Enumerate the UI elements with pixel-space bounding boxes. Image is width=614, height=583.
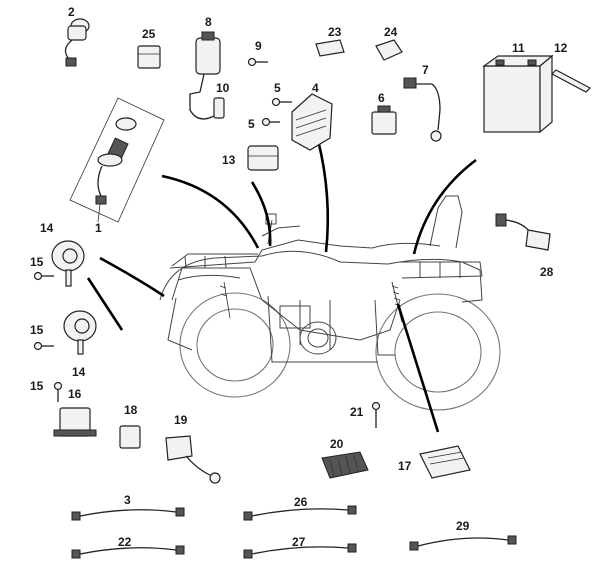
harness-26 — [243, 505, 357, 521]
label-8: 8 — [205, 15, 212, 29]
part-21-bolt — [371, 401, 381, 428]
atv-vehicle — [159, 195, 501, 411]
label-16: 16 — [68, 387, 82, 401]
label-17: 17 — [398, 459, 412, 473]
part-1-ignition-switch — [69, 97, 165, 223]
part-18-relay — [119, 425, 141, 449]
label-27: 27 — [292, 535, 306, 549]
label-25: 25 — [142, 27, 156, 41]
harness-27 — [243, 543, 357, 559]
label-14b: 14 — [72, 365, 86, 379]
part-25-relay — [137, 45, 161, 69]
label-13: 13 — [222, 153, 236, 167]
part-number-labels: 2 25 8 9 10 5 5 4 13 23 24 7 6 11 12 28 … — [30, 5, 568, 549]
part-15-bolts — [33, 271, 63, 402]
label-15a: 15 — [30, 255, 44, 269]
label-22: 22 — [118, 535, 132, 549]
part-12-strap — [551, 69, 591, 93]
part-23-cap — [315, 39, 345, 57]
bolts — [247, 57, 292, 127]
part-14-horn-lower — [63, 310, 97, 355]
label-11: 11 — [512, 41, 525, 55]
harness-29 — [409, 535, 517, 551]
part-8-ignition-coil — [189, 31, 225, 120]
label-12: 12 — [554, 41, 568, 55]
part-20-unit — [321, 451, 369, 479]
part-19-sensor — [165, 435, 221, 484]
part-28-sensor — [495, 213, 551, 251]
label-5a: 5 — [274, 81, 281, 95]
part-6-relay — [371, 105, 397, 135]
label-15b: 15 — [30, 323, 44, 337]
part-7-sensor — [403, 77, 442, 142]
part-16-flasher — [53, 407, 97, 437]
label-1: 1 — [95, 221, 102, 235]
label-7: 7 — [422, 63, 429, 77]
label-15c: 15 — [30, 379, 44, 393]
label-20: 20 — [330, 437, 344, 451]
part-17-ecu — [419, 445, 471, 479]
label-28: 28 — [540, 265, 554, 279]
part-10-spark-plug-cap — [213, 97, 225, 119]
label-9: 9 — [255, 39, 262, 53]
label-29: 29 — [456, 519, 470, 533]
label-23: 23 — [328, 25, 342, 39]
part-11-battery — [482, 54, 554, 134]
harness-3 — [71, 507, 185, 521]
label-19: 19 — [174, 413, 188, 427]
part-14-horn-upper — [51, 240, 85, 287]
label-4: 4 — [312, 81, 319, 95]
label-21: 21 — [350, 405, 364, 419]
label-26: 26 — [294, 495, 308, 509]
label-10: 10 — [216, 81, 230, 95]
part-2-connector — [64, 18, 90, 67]
label-6: 6 — [378, 91, 385, 105]
part-4-regulator — [291, 93, 333, 151]
label-2: 2 — [68, 5, 75, 19]
label-5b: 5 — [248, 117, 255, 131]
label-3: 3 — [124, 493, 131, 507]
part-24-cap — [375, 39, 403, 61]
harness-22 — [71, 545, 185, 559]
label-18: 18 — [124, 403, 138, 417]
label-24: 24 — [384, 25, 398, 39]
leader-lines — [86, 139, 477, 433]
label-14a: 14 — [40, 221, 54, 235]
part-13-module — [247, 145, 279, 171]
